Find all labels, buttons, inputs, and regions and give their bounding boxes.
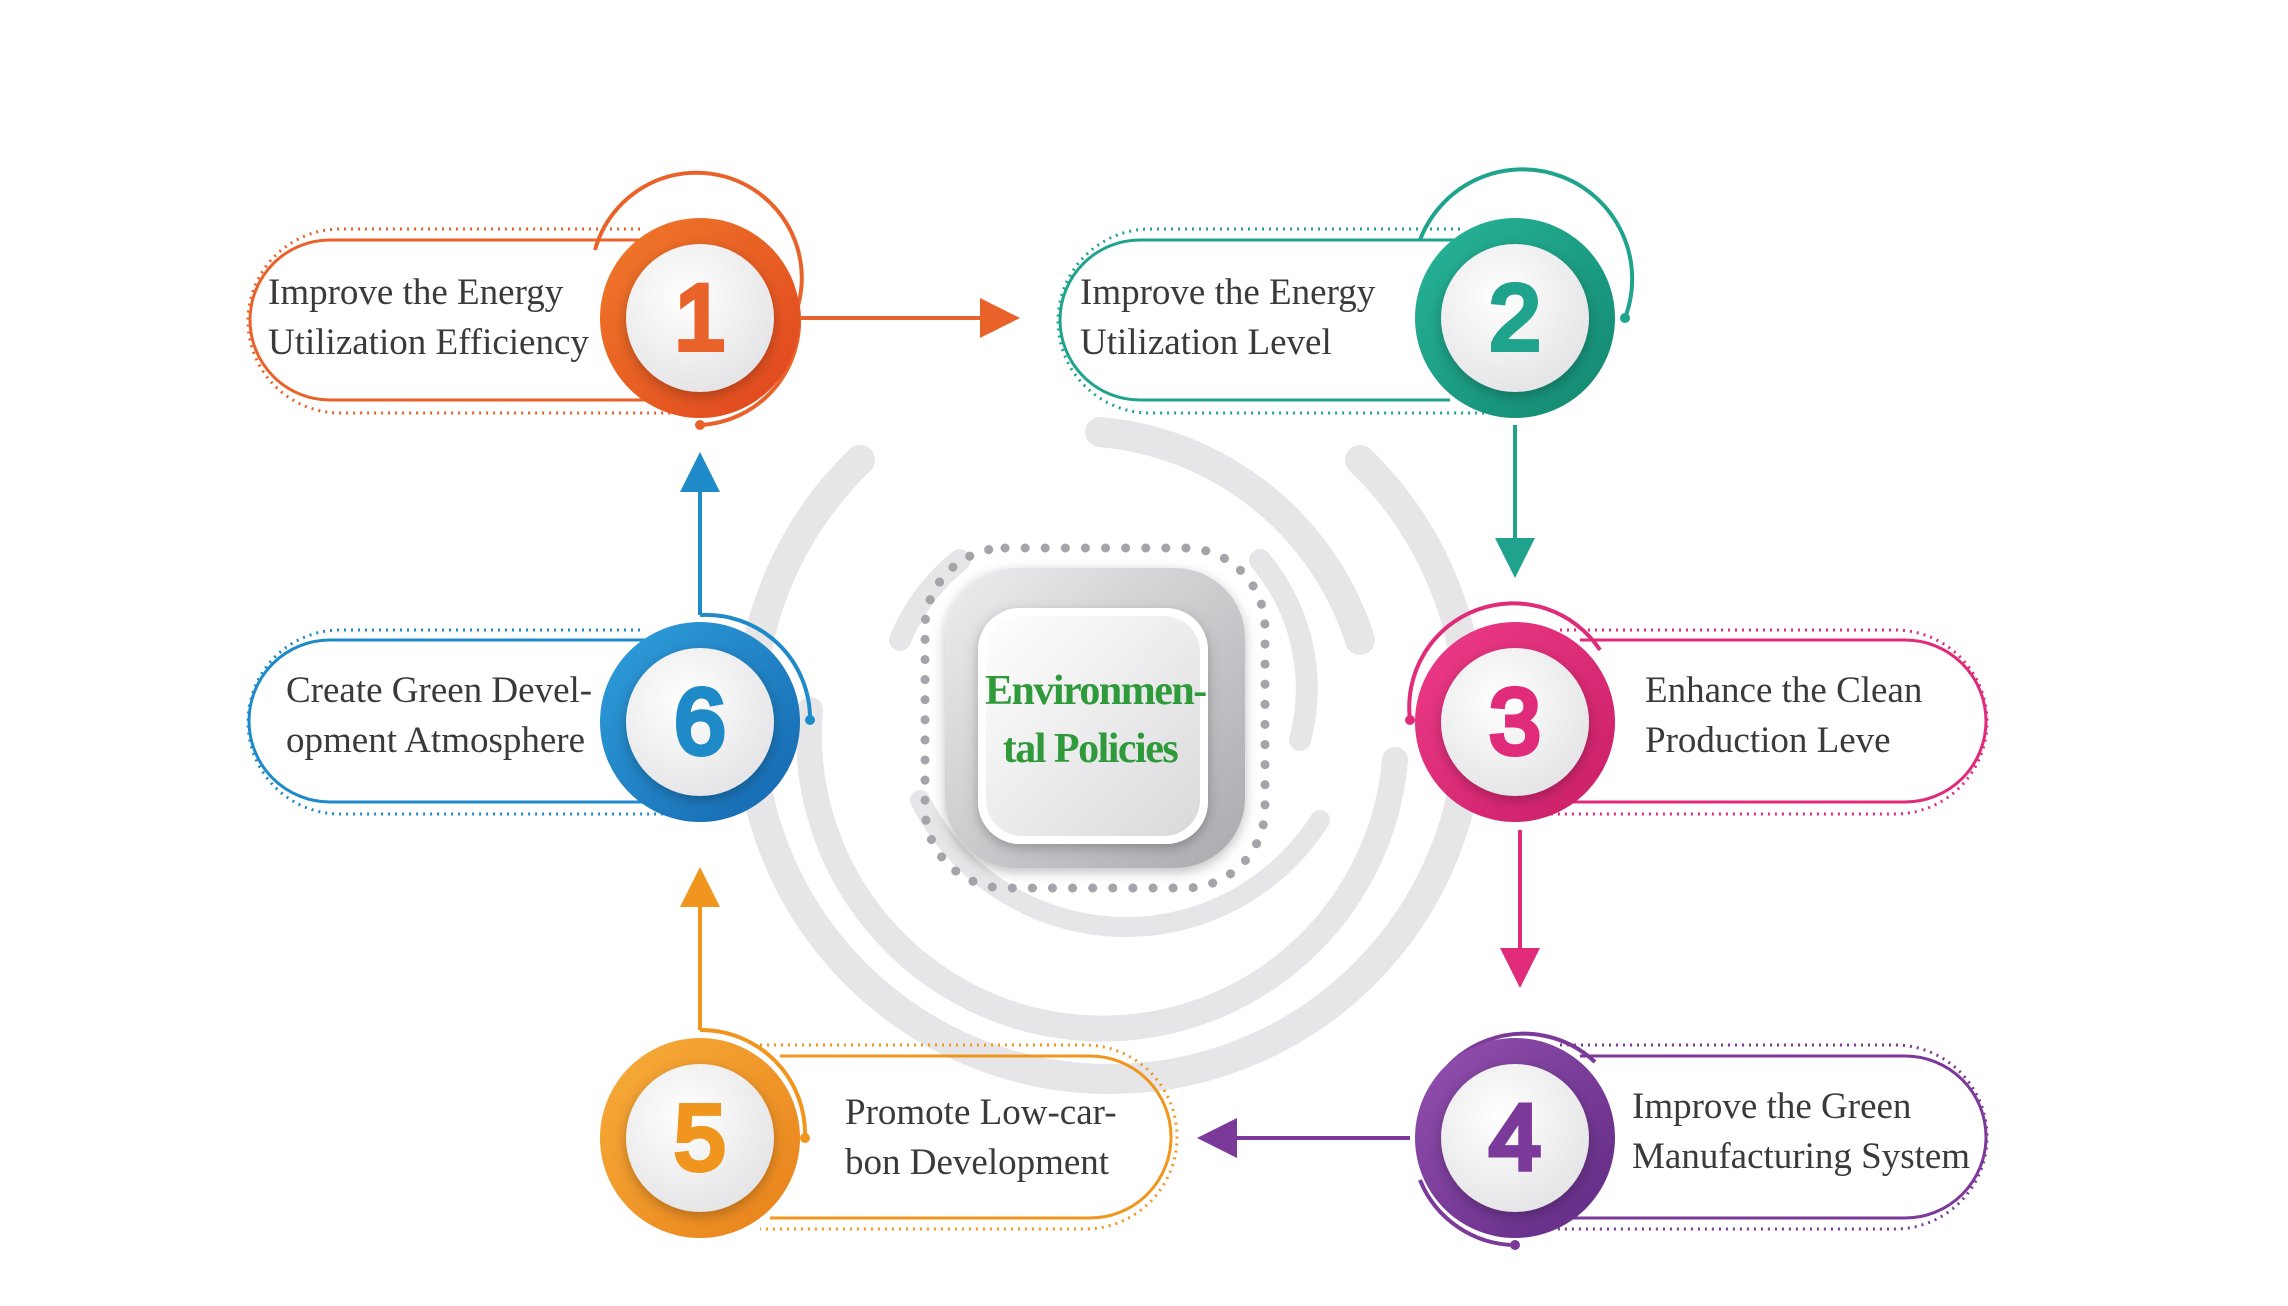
- center-title-line1: Environmen-: [985, 668, 1207, 714]
- step-4-label-line2: Manufacturing System: [1632, 1136, 1971, 1177]
- step-2-label-line1: Improve the Energy: [1080, 272, 1376, 313]
- step-2-label: Improve the Energy Utilization Level: [1080, 268, 1375, 368]
- step-1: [246, 170, 1020, 430]
- center-node: [920, 543, 1270, 893]
- step-5-label-line1: Promote Low-car-: [845, 1092, 1117, 1133]
- step-4-label-line1: Improve the Green: [1632, 1086, 1912, 1127]
- step-3-label-line1: Enhance the Clean: [1645, 670, 1923, 711]
- step-6-label-line2: opment Atmosphere: [286, 720, 586, 761]
- step-1-label-line2: Utilization Efficiency: [268, 322, 589, 363]
- step-5-label-line2: bon Development: [845, 1142, 1110, 1183]
- step-5: [600, 867, 1179, 1238]
- step-5-number: 5: [671, 1084, 728, 1192]
- step-3-label: Enhance the Clean Production Leve: [1645, 666, 1922, 766]
- step-6-number: 6: [671, 668, 728, 776]
- step-1-label: Improve the Energy Utilization Efficienc…: [268, 268, 589, 368]
- center-title-line2: tal Policies: [1002, 726, 1179, 772]
- step-6: [246, 452, 815, 822]
- step-3: [1405, 601, 1989, 988]
- step-2: [1056, 167, 1635, 578]
- step-1-label-line1: Improve the Energy: [268, 272, 564, 313]
- center-title: Environmen- tal Policies: [985, 662, 1207, 778]
- step-6-label: Create Green Devel- opment Atmosphere: [286, 666, 592, 766]
- step-2-number: 2: [1486, 264, 1543, 372]
- step-4: [1197, 1031, 1989, 1250]
- step-4-number: 4: [1486, 1084, 1543, 1192]
- step-1-number: 1: [671, 264, 728, 372]
- step-2-label-line2: Utilization Level: [1080, 322, 1332, 363]
- step-3-label-line2: Production Leve: [1645, 720, 1891, 761]
- step-4-label: Improve the Green Manufacturing System: [1632, 1082, 1970, 1182]
- step-3-number: 3: [1486, 668, 1543, 776]
- step-5-label: Promote Low-car- bon Development: [845, 1088, 1117, 1188]
- step-6-label-line1: Create Green Devel-: [286, 670, 593, 711]
